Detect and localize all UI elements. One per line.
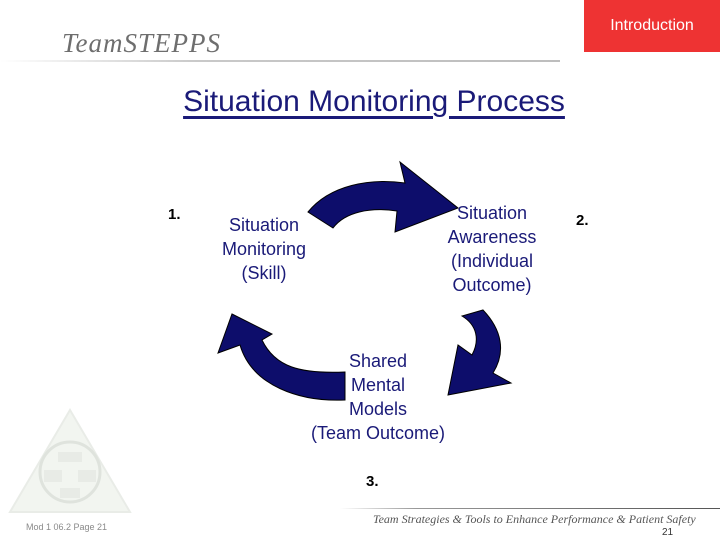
step-3-label: Shared Mental Models (Team Outcome) bbox=[310, 351, 446, 443]
arrow-1-to-2-icon bbox=[307, 160, 459, 233]
arrow-2-to-3-icon bbox=[447, 309, 513, 396]
module-page-label: Mod 1 06.2 Page 21 bbox=[26, 522, 108, 532]
section-tab[interactable]: Introduction bbox=[584, 0, 720, 52]
step-2-label: Situation Awareness (Individual Outcome) bbox=[447, 203, 537, 295]
arrow-3-to-1-icon bbox=[217, 313, 346, 401]
footer-tagline: Team Strategies & Tools to Enhance Perfo… bbox=[373, 512, 696, 526]
step-1-number: 1. bbox=[168, 206, 181, 223]
footer-divider bbox=[340, 508, 720, 509]
page-number: 21 bbox=[662, 527, 674, 538]
step-3-number: 3. bbox=[366, 473, 379, 490]
slide-title: Situation Monitoring Process bbox=[183, 85, 565, 118]
step-1-label: Situation Monitoring (Skill) bbox=[221, 215, 307, 283]
teamstepps-logo: TeamSTEPPS bbox=[62, 28, 222, 58]
step-2-number: 2. bbox=[576, 212, 589, 229]
header-divider bbox=[0, 60, 560, 62]
teamstepps-watermark-icon bbox=[8, 408, 132, 513]
